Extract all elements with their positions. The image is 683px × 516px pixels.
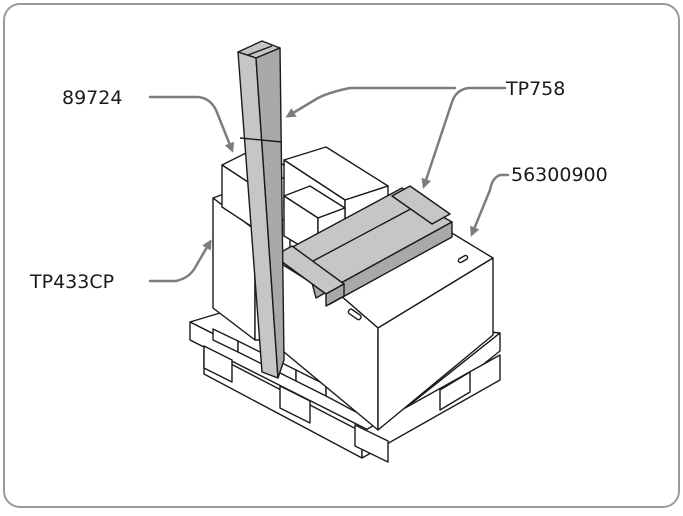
leader-56300900 (470, 173, 510, 237)
label-56300900: 56300900 (511, 164, 608, 186)
vertical-post (237, 40, 285, 379)
leader-tp758-rail (421, 86, 507, 189)
label-89724: 89724 (62, 87, 122, 109)
label-tp758: TP758 (505, 78, 565, 100)
cross-rails (271, 185, 453, 307)
label-tp433cp: TP433CP (29, 271, 114, 293)
leader-89724 (148, 95, 235, 153)
leader-lines (148, 86, 510, 283)
leader-tp758-post (285, 86, 457, 118)
leader-tp433cp (148, 239, 212, 283)
